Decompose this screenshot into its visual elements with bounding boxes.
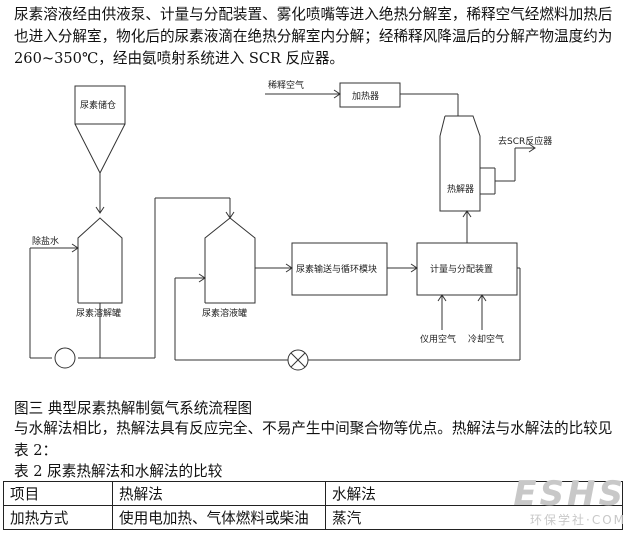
label-solution-tank: 尿素溶液罐	[202, 307, 247, 319]
label-transfer-module: 尿素输送与循环模块	[296, 263, 377, 275]
label-metering-unit: 计量与分配装置	[430, 263, 493, 275]
label-cooling-air: 冷却空气	[468, 333, 504, 345]
header-item: 项目	[3, 481, 113, 506]
label-dissolving-tank: 尿素溶解罐	[76, 307, 121, 319]
cell-item: 加热方式	[3, 505, 113, 530]
label-demin-water: 除盐水	[32, 235, 59, 247]
urea-silo-body	[74, 85, 126, 125]
header-hydrolysis: 水解法	[325, 481, 623, 506]
transfer-module-box	[291, 242, 388, 296]
label-urea-silo: 尿素储仓	[80, 99, 116, 111]
table-caption: 表 2 尿素热解法和水解法的比较	[14, 463, 223, 480]
table-header-row: 项目 热解法 水解法	[3, 481, 623, 506]
label-instrument-air: 仪用空气	[420, 333, 456, 345]
label-decomposer: 热解器	[447, 183, 474, 195]
dissolving-tank-outline	[77, 217, 123, 304]
header-pyrolysis: 热解法	[112, 481, 326, 506]
heater-box	[339, 82, 401, 108]
solution-tank-outline	[204, 217, 256, 304]
urea-silo-cone	[74, 123, 126, 175]
label-dilution-air: 稀释空气	[268, 79, 304, 91]
decomposer-outline	[439, 115, 481, 212]
pump-icon	[54, 347, 76, 369]
watermark-small: 环保学社·COM	[530, 513, 626, 527]
cell-hydrolysis: 蒸汽	[325, 505, 623, 530]
watermark-logo: ESHS 环保学社·COM	[513, 477, 626, 528]
label-to-scr: 去SCR反应器	[498, 135, 552, 147]
intro-paragraph: 尿素溶液经由供液泵、计量与分配装置、雾化喷嘴等进入绝热分解室，稀释空气经燃料加热…	[14, 6, 613, 67]
process-flow-diagram: 尿素储仓 除盐水 尿素溶解罐 尿素溶液罐 尿素输送与循环模块 计量与分配装置 仪…	[29, 79, 552, 371]
table-row: 加热方式 使用电加热、气体燃料或柴油 蒸汽	[3, 505, 623, 530]
valve-icon	[287, 349, 309, 371]
comparison-paragraph: 与水解法相比，热解法具有反应完全、不易产生中间聚合物等优点。热解法与水解法的比较…	[14, 420, 613, 459]
watermark-big: ESHS	[513, 474, 626, 514]
comparison-table: 项目 热解法 水解法 加热方式 使用电加热、气体燃料或柴油 蒸汽	[3, 481, 623, 530]
figure-caption: 图三 典型尿素热解制氨气系统流程图	[14, 400, 253, 417]
label-heater: 加热器	[352, 90, 379, 102]
cell-pyrolysis: 使用电加热、气体燃料或柴油	[112, 505, 326, 530]
